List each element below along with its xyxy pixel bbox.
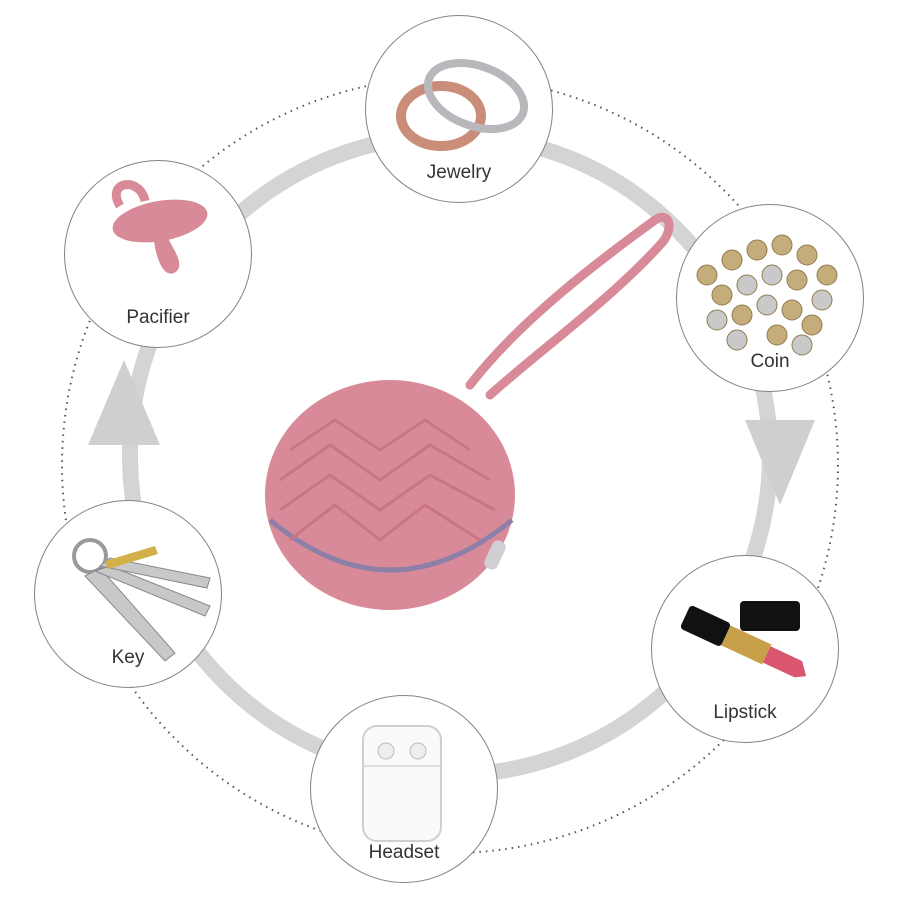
item-coin: Coin [676,204,864,392]
item-label: Coin [750,351,790,372]
earbuds-case-icon [362,725,442,842]
item-headset: Headset [310,695,498,883]
item-jewelry: Jewelry [365,15,553,203]
item-label: Jewelry [426,162,492,183]
lipstick-icon [680,601,807,678]
item-lipstick: Lipstick [651,555,839,743]
pacifier-icon [111,180,208,274]
item-key: Key [34,500,222,688]
arrow-up-icon [88,360,160,445]
coins-icon [696,234,838,356]
item-label: Lipstick [713,702,777,723]
arrow-down-icon [745,420,815,505]
keys-icon [72,538,211,662]
silicone-pouch [265,213,674,610]
rings-icon [396,59,529,151]
item-pacifier: Pacifier [64,160,252,348]
item-label: Key [111,647,145,668]
item-label: Headset [368,842,440,863]
item-label: Pacifier [126,307,190,328]
